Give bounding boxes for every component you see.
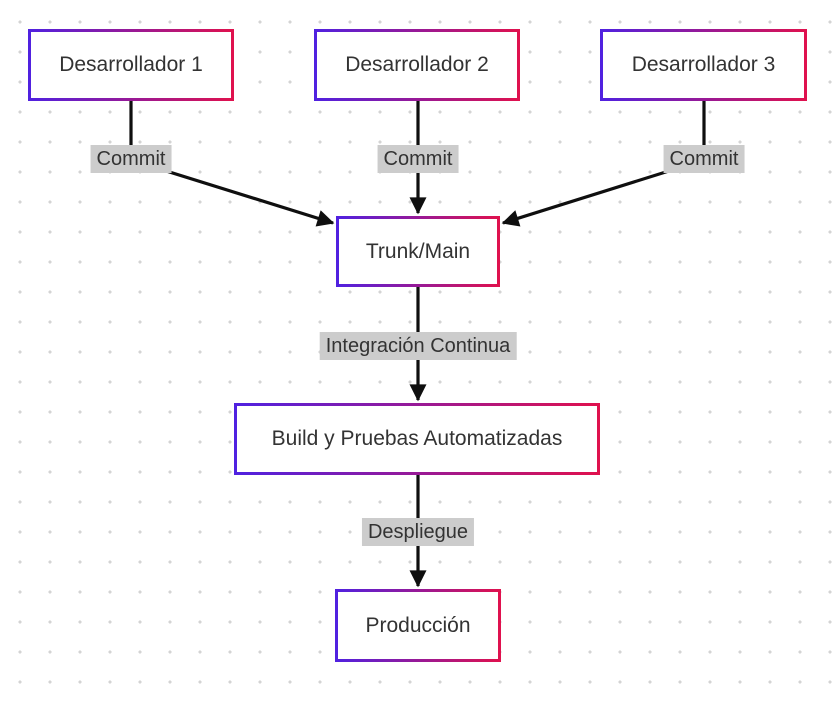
edge-label-commit-3: Commit (663, 145, 745, 173)
edge-label-despliegue: Despliegue (361, 518, 475, 546)
node-desarrollador-3-label: Desarrollador 3 (631, 53, 776, 77)
node-build-pruebas-label: Build y Pruebas Automatizadas (271, 427, 563, 451)
node-desarrollador-1-label: Desarrollador 1 (59, 53, 203, 77)
edge-label-commit-2: Commit (377, 145, 459, 173)
node-trunk-main: Trunk/Main (336, 216, 500, 287)
node-desarrollador-2-label: Desarrollador 2 (345, 53, 489, 77)
node-produccion: Producción (335, 589, 501, 662)
edge-label-integracion-continua: Integración Continua (319, 332, 517, 360)
node-desarrollador-1: Desarrollador 1 (28, 29, 234, 101)
edge-label-commit-1: Commit (90, 145, 172, 173)
node-desarrollador-3: Desarrollador 3 (600, 29, 807, 101)
node-produccion-label: Producción (365, 613, 471, 637)
node-desarrollador-2: Desarrollador 2 (314, 29, 520, 101)
node-trunk-main-label: Trunk/Main (365, 239, 471, 263)
node-build-pruebas: Build y Pruebas Automatizadas (234, 403, 600, 475)
